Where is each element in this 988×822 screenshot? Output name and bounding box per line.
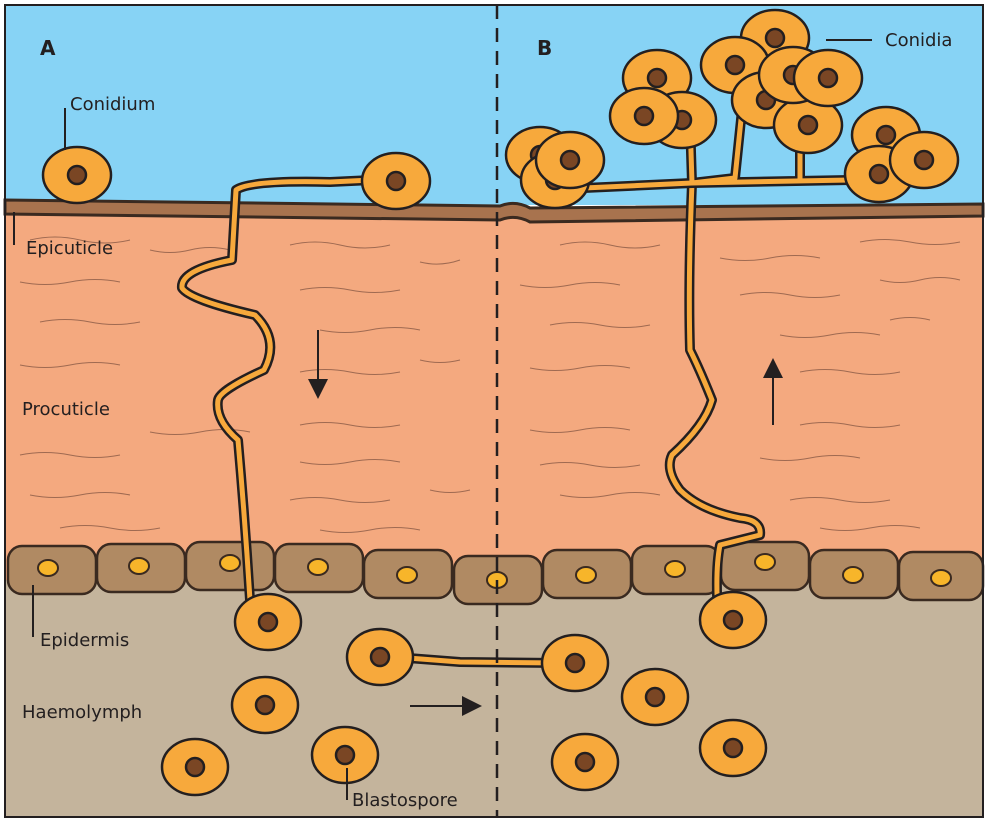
cell-nucleus (220, 555, 240, 571)
cell-nucleus (755, 554, 775, 570)
conidia-label: Conidia (885, 30, 952, 51)
epicuticle-label: Epicuticle (26, 238, 113, 259)
cell-nucleus (931, 570, 951, 586)
procuticle-layer (5, 210, 983, 580)
cell-nucleus (665, 561, 685, 577)
cell-nucleus (129, 558, 149, 574)
cell-nucleus (576, 567, 596, 583)
cell-nucleus (397, 567, 417, 583)
cell-nucleus (38, 560, 58, 576)
panel-label-b: B (537, 36, 552, 60)
procuticle-label: Procuticle (22, 399, 110, 420)
blastospore-label: Blastospore (352, 790, 458, 811)
haemolymph-label: Haemolymph (22, 702, 142, 723)
panel-label-a: A (40, 36, 56, 60)
haemolymph-region (5, 580, 983, 817)
conidium-label: Conidium (70, 94, 155, 115)
epidermis-label: Epidermis (40, 630, 129, 651)
cell-nucleus (843, 567, 863, 583)
cell-nucleus (308, 559, 328, 575)
